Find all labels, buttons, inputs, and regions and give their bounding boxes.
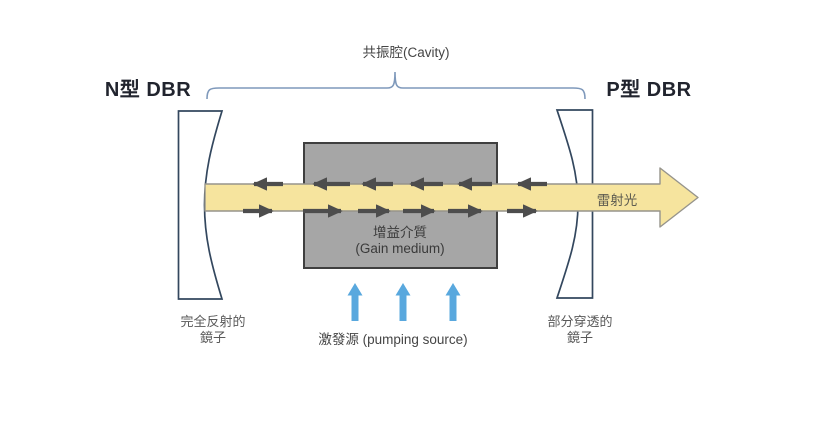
laser-beam-arrow	[204, 167, 699, 228]
right-mirror-caption: 部分穿透的 鏡子	[547, 314, 612, 346]
gain-medium-label-zh: 增益介質	[373, 225, 427, 240]
laser-output-label: 雷射光	[596, 193, 638, 208]
pump-source-label: 激發源 (pumping source)	[318, 332, 468, 347]
pump-arrow-up	[395, 283, 411, 321]
cavity-bracket	[206, 71, 586, 100]
left-mirror-caption: 完全反射的 鏡子	[180, 314, 245, 346]
left-mirror-caption-line2: 鏡子	[199, 330, 227, 345]
n-dbr-label: N型 DBR	[104, 79, 192, 101]
gain-medium-label-en: (Gain medium)	[355, 241, 445, 256]
p-dbr-label: P型 DBR	[606, 79, 692, 101]
cavity-label: 共振腔(Cavity)	[362, 45, 450, 60]
right-mirror-caption-line1: 部分穿透的	[547, 314, 613, 329]
pump-arrow-up	[445, 283, 461, 321]
pump-arrows	[347, 283, 461, 321]
gain-medium-label: 增益介質 (Gain medium)	[355, 225, 444, 257]
right-mirror-caption-line2: 鏡子	[566, 330, 594, 345]
left-mirror-caption-line1: 完全反射的	[180, 314, 246, 329]
pump-arrow-up	[347, 283, 363, 321]
